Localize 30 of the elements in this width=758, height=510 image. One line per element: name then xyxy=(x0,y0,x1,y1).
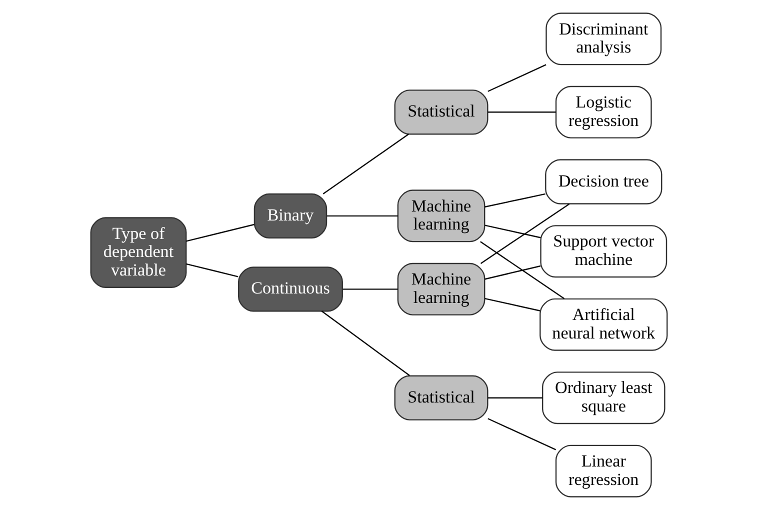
connector xyxy=(488,418,556,450)
node-box: Ordinary least square xyxy=(542,372,666,424)
connector xyxy=(484,193,546,208)
node-box: Logistic regression xyxy=(555,86,652,138)
node-box: Decision tree xyxy=(545,159,662,204)
connector xyxy=(488,112,556,113)
node-box: Statistical xyxy=(394,375,488,420)
connector xyxy=(326,215,398,217)
connector xyxy=(321,310,410,376)
node-box: Linear regression xyxy=(555,444,652,498)
connector xyxy=(186,224,254,242)
connector xyxy=(488,397,543,398)
connector xyxy=(186,263,238,278)
node-box: Type of dependent variable xyxy=(90,217,187,288)
node-box: Artificial neural network xyxy=(540,298,668,351)
node-box: Discriminant analysis xyxy=(546,12,662,66)
connector xyxy=(488,64,546,92)
connector xyxy=(342,288,398,290)
node-box: Statistical xyxy=(394,90,488,135)
node-box: Machine learning xyxy=(397,190,486,242)
connector xyxy=(484,298,540,312)
connector xyxy=(484,265,541,280)
node-box: Binary xyxy=(254,193,328,239)
node-box: Continuous xyxy=(238,266,343,312)
connector xyxy=(484,224,541,238)
node-box: Support vector machine xyxy=(540,225,668,278)
connector xyxy=(480,241,565,300)
connector xyxy=(322,134,409,194)
connector xyxy=(480,204,570,264)
node-box: Machine learning xyxy=(397,262,486,316)
